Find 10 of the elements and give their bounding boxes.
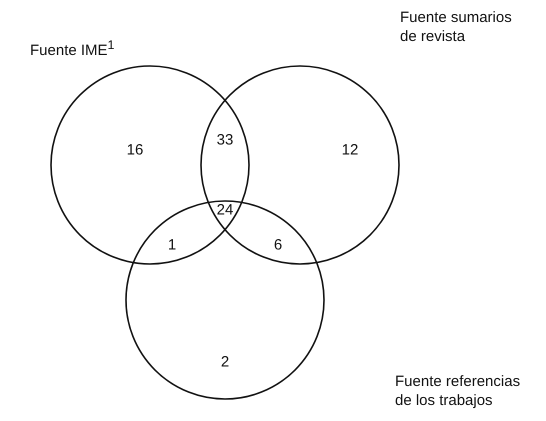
count-label: 1 xyxy=(168,236,176,254)
set-label: Fuente referencias de los trabajos xyxy=(395,372,522,410)
count-label: 33 xyxy=(216,132,234,148)
count-label: 16 xyxy=(126,142,144,158)
count-label: 12 xyxy=(342,142,358,158)
count-label: 2 xyxy=(220,354,230,370)
count-label: 6 xyxy=(274,236,282,254)
count-label: 24 xyxy=(216,202,234,218)
set-label: Fuente IME$^{1}$ xyxy=(30,37,116,60)
set-label: Fuente sumarios de revista xyxy=(400,8,512,46)
